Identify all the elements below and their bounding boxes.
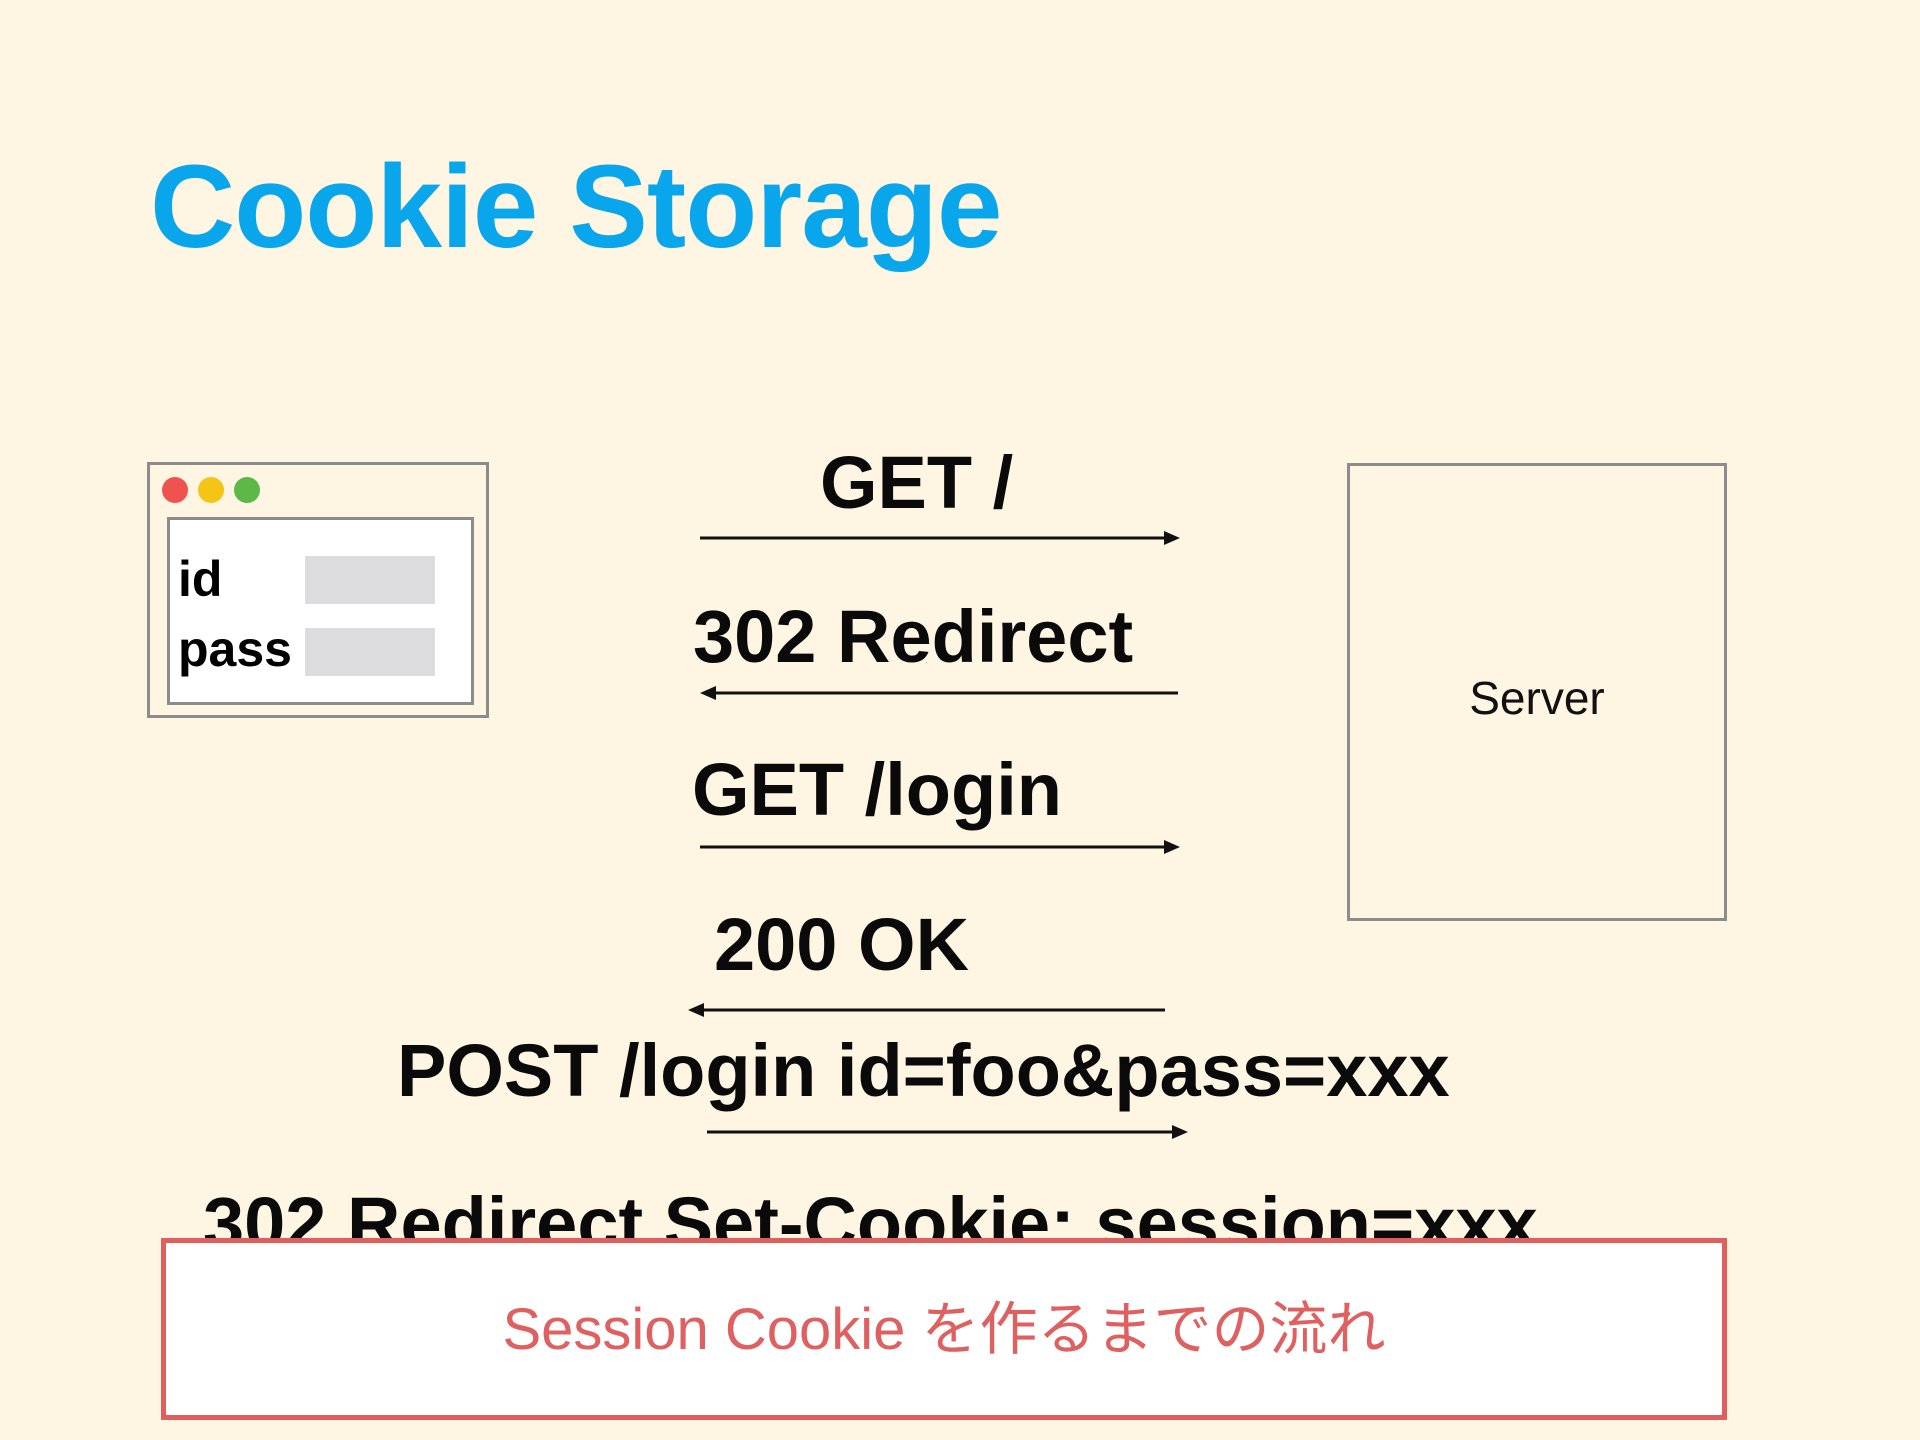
close-dot-icon	[162, 477, 188, 503]
arrow-302-redirect-head	[700, 686, 716, 700]
minimize-dot-icon	[198, 477, 224, 503]
browser-window: id pass	[147, 462, 489, 718]
message-200-ok: 200 OK	[714, 903, 970, 986]
id-label: id	[178, 551, 223, 607]
pass-input	[305, 628, 435, 676]
server-box: Server	[1347, 463, 1727, 921]
note-text: Session Cookie を作るまでの流れ	[502, 1297, 1386, 1362]
note-box: Session Cookie を作るまでの流れ	[161, 1238, 1727, 1420]
login-form: id pass	[167, 517, 474, 705]
pass-label: pass	[178, 621, 292, 677]
slide-title: Cookie Storage	[150, 141, 1003, 273]
arrow-get-root-head	[1164, 531, 1180, 545]
id-input	[305, 556, 435, 604]
message-get-login: GET /login	[692, 748, 1062, 831]
server-label: Server	[1469, 672, 1605, 724]
maximize-dot-icon	[234, 477, 260, 503]
arrow-200-ok-head	[688, 1003, 704, 1017]
arrow-post-login-head	[1172, 1125, 1188, 1139]
message-get-root: GET /	[820, 441, 1014, 524]
arrow-get-login-head	[1164, 840, 1180, 854]
message-302-redirect: 302 Redirect	[693, 595, 1134, 678]
message-post-login: POST /login id=foo&pass=xxx	[397, 1029, 1450, 1112]
